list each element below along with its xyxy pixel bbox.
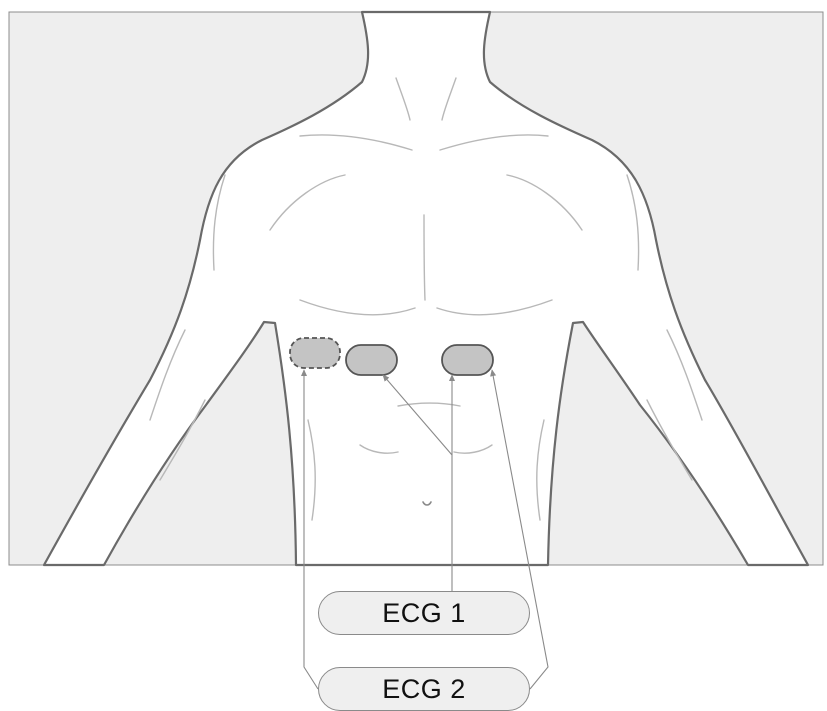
electrode-right bbox=[442, 345, 493, 375]
ecg2-label: ECG 2 bbox=[318, 667, 530, 711]
ecg1-label: ECG 1 bbox=[318, 591, 530, 635]
electrode-left bbox=[346, 345, 397, 375]
electrode-alternate bbox=[290, 338, 340, 368]
